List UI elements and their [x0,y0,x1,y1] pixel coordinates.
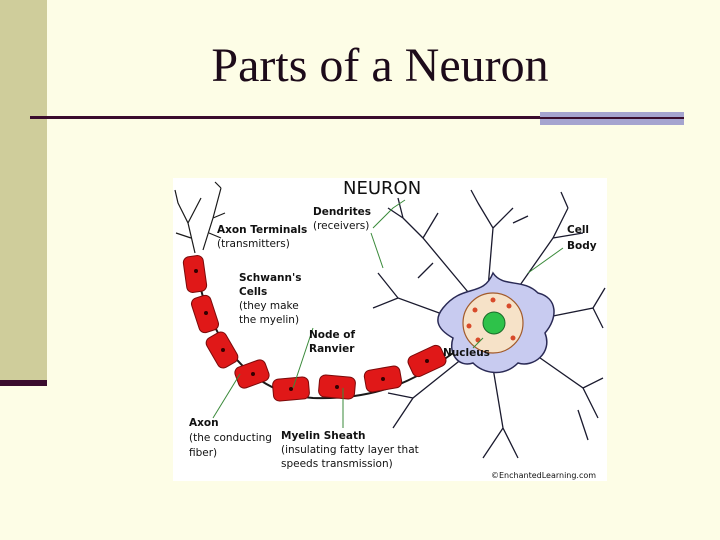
axon-terminal-branches [174,181,226,254]
axon-note-1: (the conducting [189,432,272,444]
neuron-diagram: NEURON Dendrites (receivers) Axon Termin… [173,178,607,481]
slide-title: Parts of a Neuron [211,39,549,92]
title-rule-accent-line [540,117,684,119]
myelin-note-1: (insulating fatty layer that [281,444,419,456]
diagram-heading: NEURON [343,178,422,199]
axon-terminals-note: (transmitters) [217,238,290,250]
axon-note-2: fiber) [189,447,218,459]
axon-terminals-label: Axon Terminals [217,224,308,236]
dendrites-label: Dendrites [313,206,371,218]
myelin-note-2: speeds transmission) [281,458,393,470]
neuron-illustration [174,181,606,459]
cell-label: Cell [567,224,590,236]
node-of-label: Node of [309,329,356,341]
schwanns-label: Schwann's [239,272,302,284]
schwann-nuclei [194,269,429,391]
credit-text: ©EnchantedLearning.com [491,471,597,480]
ranvier-label: Ranvier [309,343,355,355]
leader-lines [212,199,564,428]
myelin-sheath-label: Myelin Sheath [281,430,366,442]
body-label: Body [567,240,597,252]
slide-sidebar-foot [0,380,47,386]
dendrites-note: (receivers) [313,220,370,232]
soma-granules [466,297,516,343]
nucleus-label: Nucleus [443,347,490,359]
axon-label: Axon [189,417,219,429]
schwann-note-1: (they make [239,300,299,312]
dendrite-branches [372,189,606,459]
schwann-note-2: the myelin) [239,314,300,326]
nucleus-shape [482,311,506,335]
slide-sidebar [0,0,47,383]
title-rule [30,116,546,119]
cells-label: Cells [239,286,268,298]
